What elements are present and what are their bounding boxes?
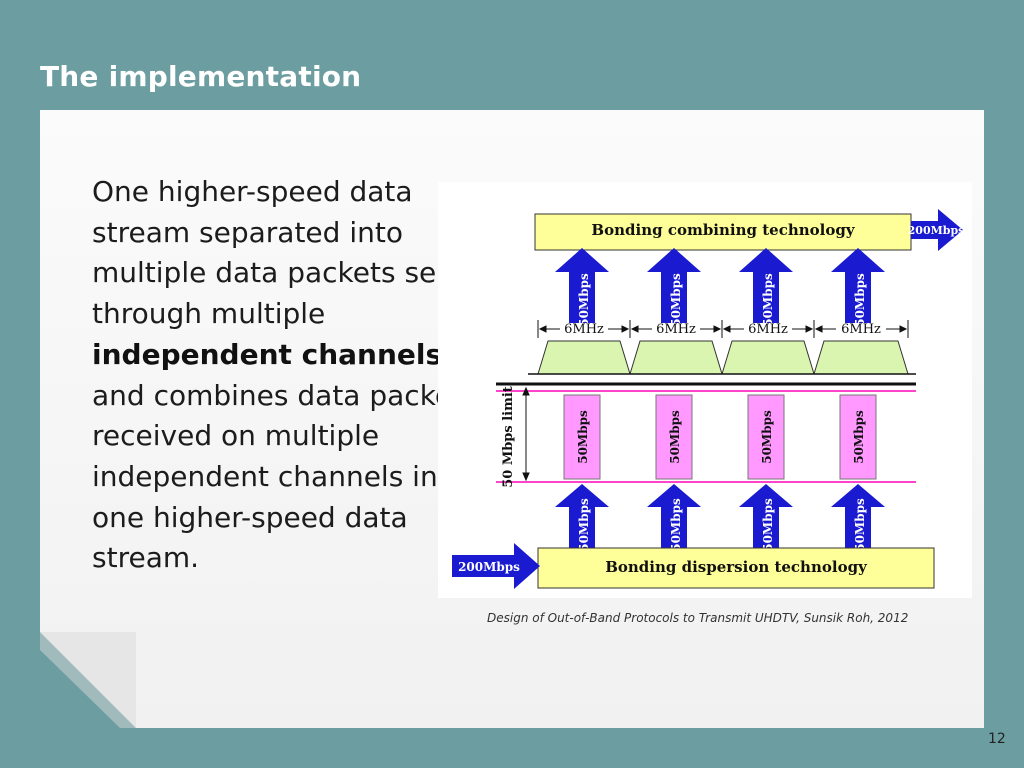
upper-arrow-2 <box>647 248 701 323</box>
output-rate-label: 200Mbps <box>908 224 965 237</box>
bandwidth-label-2: 6MHz <box>656 322 696 337</box>
data-packets <box>563 394 877 480</box>
combining-bar <box>534 213 912 251</box>
upper-arrow-1 <box>555 248 609 323</box>
packet-4 <box>839 394 877 480</box>
upper-arrow-4-label: 50Mbps <box>853 273 867 327</box>
combining-bar-label: Bonding combining technology <box>591 221 855 239</box>
lower-arrow-3-label: 50Mbps <box>761 498 775 552</box>
upper-arrow-3-label: 50Mbps <box>761 273 775 327</box>
dispersion-bar-label: Bonding dispersion technology <box>605 558 868 576</box>
packet-2 <box>655 394 693 480</box>
upper-channel-arrows: 50Mbps 50Mbps 50Mbps 50Mbps <box>555 248 885 327</box>
input-rate-label: 200Mbps <box>458 560 520 574</box>
packet-1-label: 50Mbps <box>576 410 590 464</box>
figure-caption: Design of Out-of-Band Protocols to Trans… <box>487 611 909 625</box>
body-text-end: , and combines data packets received on … <box>92 338 478 575</box>
lower-channel-arrows: 50Mbps 50Mbps 50Mbps 50Mbps <box>555 484 885 552</box>
bandwidth-label-4: 6MHz <box>841 322 881 337</box>
packet-3-label: 50Mbps <box>760 410 774 464</box>
upper-arrow-2-label: 50Mbps <box>669 273 683 327</box>
limit-label: 50 Mbps limit <box>501 386 516 488</box>
lower-arrow-2-label: 50Mbps <box>669 498 683 552</box>
body-text-emphasis: independent channels <box>92 337 443 371</box>
dispersion-bar <box>537 547 935 589</box>
upper-arrow-3 <box>739 248 793 323</box>
bandwidth-label-3: 6MHz <box>748 322 788 337</box>
packet-4-label: 50Mbps <box>852 410 866 464</box>
packet-3 <box>747 394 785 480</box>
limit-dimension <box>522 386 530 482</box>
lower-arrow-4 <box>831 484 885 548</box>
spectrum-1 <box>537 340 631 375</box>
page-curl-fold <box>40 632 136 728</box>
body-paragraph: One higher-speed data stream separated i… <box>92 172 512 579</box>
bonding-diagram: Bonding combining technology 200Mbps 50M… <box>438 182 972 598</box>
upper-arrow-4 <box>831 248 885 323</box>
page-number: 12 <box>988 731 1006 747</box>
upper-arrow-1-label: 50Mbps <box>577 273 591 327</box>
body-text-start: One higher-speed data stream separated i… <box>92 175 465 331</box>
packet-1 <box>563 394 601 480</box>
packet-2-label: 50Mbps <box>668 410 682 464</box>
lower-arrow-1 <box>555 484 609 548</box>
lower-arrow-4-label: 50Mbps <box>853 498 867 552</box>
lower-arrow-2 <box>647 484 701 548</box>
spectrum-2 <box>629 340 723 375</box>
channel-spectra <box>537 340 909 375</box>
slide-title: The implementation <box>40 60 362 93</box>
output-arrow <box>911 209 963 251</box>
lower-arrow-1-label: 50Mbps <box>577 498 591 552</box>
lower-arrow-3 <box>739 484 793 548</box>
input-arrow <box>452 543 540 589</box>
spectrum-3 <box>721 340 815 375</box>
spectrum-4 <box>813 340 909 375</box>
bandwidth-dimensions <box>537 320 909 338</box>
bandwidth-label-1: 6MHz <box>564 322 604 337</box>
